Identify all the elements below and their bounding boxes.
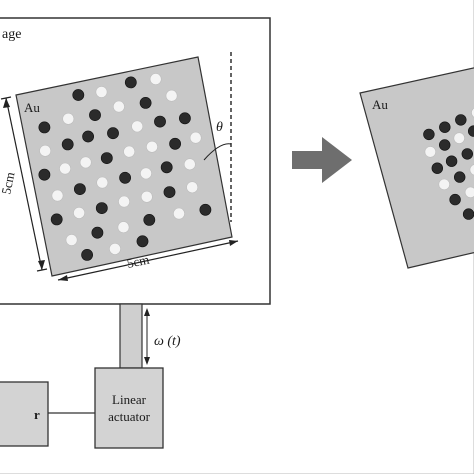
left-plate-light-ball xyxy=(165,89,178,102)
left-plate-dark-ball xyxy=(107,127,119,140)
left-plate-light-ball xyxy=(123,145,136,158)
horizontal-dimension-line xyxy=(57,240,239,281)
left-plate-dark-ball xyxy=(74,183,86,195)
controller-box xyxy=(0,381,49,447)
transition-arrow xyxy=(292,137,352,183)
left-plate-light-ball xyxy=(79,156,92,169)
left-plate-dark-ball xyxy=(95,202,108,214)
left-plate-light-ball xyxy=(59,162,71,175)
left-plate-dark-ball xyxy=(100,152,113,164)
vertical-dimension-arrow-bottom xyxy=(38,260,45,270)
left-plate-dark-ball xyxy=(124,76,137,89)
right-plate-light-ball xyxy=(438,178,450,191)
right-ball-group xyxy=(423,107,474,220)
right-plate-dark-ball xyxy=(462,208,474,220)
vertical-dimension: 5cm xyxy=(0,96,48,272)
omega-arrow-down xyxy=(144,357,150,365)
vertical-dimension-line xyxy=(5,97,43,271)
left-plate-light-ball xyxy=(146,140,158,153)
right-plate-dark-ball xyxy=(455,114,467,126)
left-plate-dark-ball xyxy=(72,89,85,101)
left-plate-light-ball xyxy=(109,242,121,255)
left-plate-light-ball xyxy=(183,158,196,171)
left-plate-dark-ball xyxy=(81,248,93,261)
left-plate-light-ball xyxy=(62,112,75,125)
theta-label: θ xyxy=(216,120,223,135)
left-plate-dark-ball xyxy=(38,168,51,181)
right-plate-dark-ball xyxy=(439,121,451,133)
left-plate-light-ball xyxy=(96,176,109,189)
left-plate-light-ball xyxy=(51,189,64,202)
horizontal-dimension-label: 5cm xyxy=(126,252,151,271)
left-plate-dark-ball xyxy=(136,235,149,248)
right-plate-dark-ball xyxy=(431,162,443,174)
right-plate-au-label: Au xyxy=(372,97,388,112)
left-plate-dark-ball xyxy=(38,121,51,134)
horizontal-dimension-arrow-right xyxy=(229,240,238,246)
left-plate-light-ball xyxy=(118,195,130,208)
vertical-dimension-arrow-top xyxy=(3,98,10,108)
left-plate-light-ball xyxy=(73,206,85,219)
linear-actuator-label-line1: Linear xyxy=(112,392,147,407)
right-plate-light-ball xyxy=(469,164,474,176)
left-plate-dark-ball xyxy=(143,213,156,226)
left-plate-light-ball xyxy=(39,144,52,157)
left-plate-dark-ball xyxy=(89,109,101,121)
right-plate-light-ball xyxy=(464,186,474,198)
right-plate-dark-ball xyxy=(461,148,473,160)
left-plate-dark-ball xyxy=(61,138,74,151)
left-plate-dark-ball xyxy=(169,137,181,150)
right-plate-dark-ball xyxy=(454,171,466,183)
right-plate-dark-ball xyxy=(445,155,458,167)
right-plate-light-ball xyxy=(471,107,474,118)
left-plate-light-ball xyxy=(65,234,78,246)
left-plate-dark-ball xyxy=(91,226,104,239)
stage-label: age xyxy=(2,27,21,42)
horizontal-dimension-arrow-left xyxy=(58,275,68,281)
linear-actuator-box xyxy=(94,367,164,449)
right-plate-dark-ball xyxy=(449,193,461,206)
vertical-dimension-label: 5cm xyxy=(0,171,18,196)
right-plate-dark-ball xyxy=(439,139,451,151)
left-plate-dark-ball xyxy=(119,171,131,184)
left-plate-dark-ball xyxy=(199,203,212,216)
right-plate xyxy=(359,67,474,269)
left-plate-dark-ball xyxy=(82,130,94,143)
left-plate-dark-ball xyxy=(178,112,191,125)
right-plate-group: Au xyxy=(359,67,474,269)
linear-actuator-label-line2: actuator xyxy=(108,409,151,424)
left-plate-group: Au xyxy=(15,56,233,277)
left-plate-dark-ball xyxy=(139,97,152,109)
left-plate-dark-ball xyxy=(50,213,63,226)
left-plate-light-ball xyxy=(173,207,185,220)
controller-label: r xyxy=(34,407,40,422)
omega-arrow-up xyxy=(144,308,150,316)
left-plate-light-ball xyxy=(186,181,199,194)
left-plate-light-ball xyxy=(189,131,202,144)
left-plate-dark-ball xyxy=(154,115,166,128)
right-plate-light-ball xyxy=(453,132,465,144)
left-plate-dark-ball xyxy=(160,161,173,174)
drive-shaft xyxy=(119,303,143,369)
left-plate-light-ball xyxy=(113,100,125,113)
left-plate-light-ball xyxy=(131,120,144,133)
left-plate-light-ball xyxy=(140,190,153,203)
horizontal-dimension: 5cm xyxy=(57,240,239,281)
left-ball-group xyxy=(38,73,212,261)
left-plate-au-label: Au xyxy=(24,100,40,115)
left-plate-light-ball xyxy=(149,73,162,85)
left-plate xyxy=(15,56,233,277)
theta-arc xyxy=(203,143,232,161)
left-plate-light-ball xyxy=(140,167,152,180)
right-plate-light-ball xyxy=(424,146,436,158)
left-plate-light-ball xyxy=(95,86,108,98)
omega-label: ω (t) xyxy=(154,334,181,349)
left-plate-dark-ball xyxy=(163,186,176,198)
right-plate-dark-ball xyxy=(423,128,435,141)
left-plate-light-ball xyxy=(117,221,130,234)
